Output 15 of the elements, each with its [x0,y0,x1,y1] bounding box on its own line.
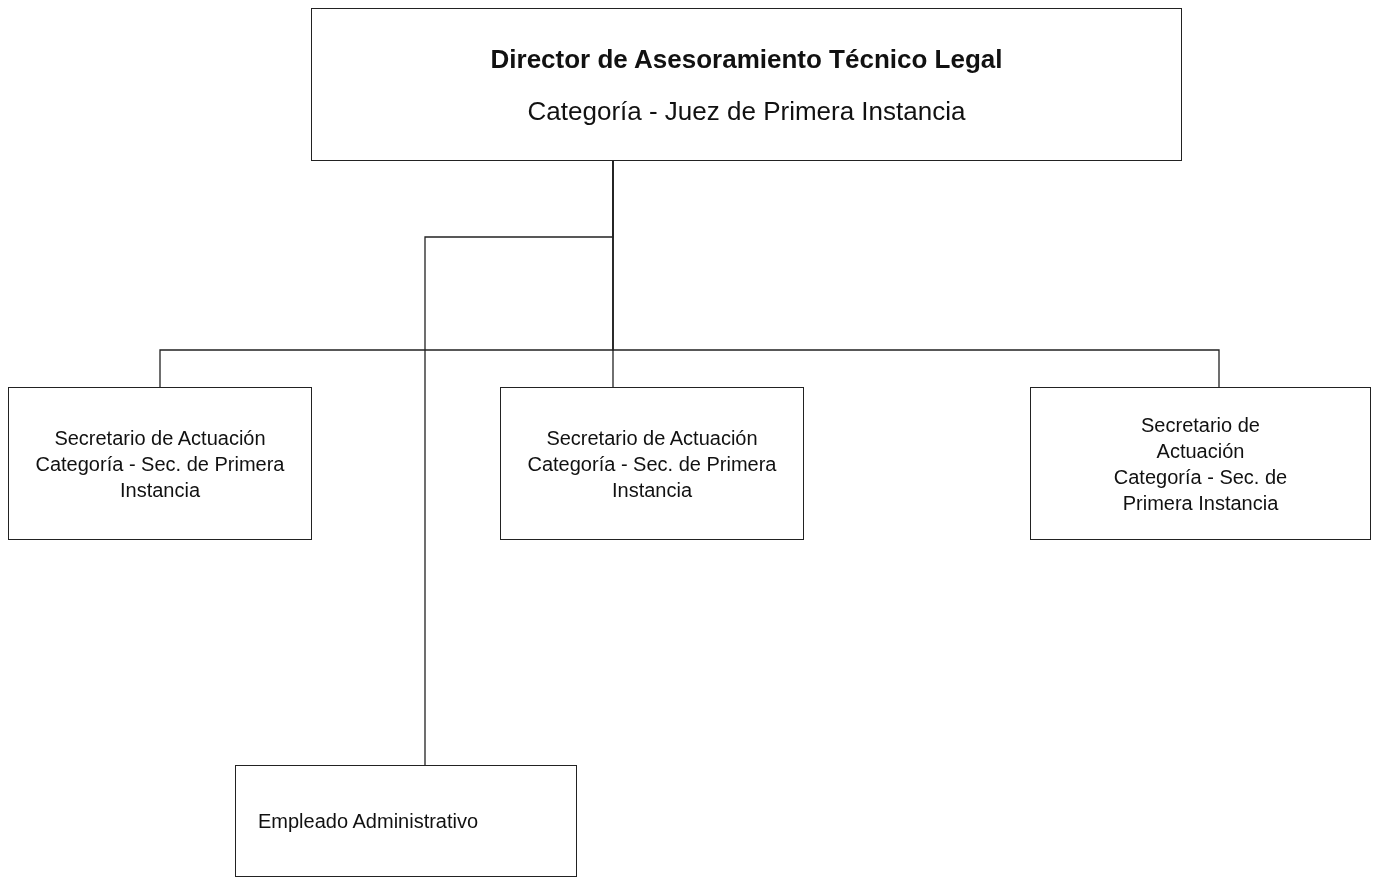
position-box [8,387,312,540]
position-title: Secretario de Actuación [546,425,758,451]
position-category: Categoría - Juez de Primera Instancia [527,94,966,128]
position-title: Director de Asesoramiento Técnico Legal [490,42,1003,76]
connector-line [424,160,614,766]
position-category: Categoría - Sec. de Primera Instancia [1112,464,1289,516]
position-title: Secretario de Actuación [54,425,266,451]
position-title: Empleado Administrativo [258,809,479,834]
position-category: Categoría - Sec. de Primera Instancia [34,451,286,503]
position-box [1030,387,1371,540]
position-title: Secretario de Actuación [1140,412,1261,464]
director-box [311,8,1182,161]
position-box [235,765,577,877]
position-category: Categoría - Sec. de Primera Instancia [526,451,778,503]
position-box [500,387,804,540]
